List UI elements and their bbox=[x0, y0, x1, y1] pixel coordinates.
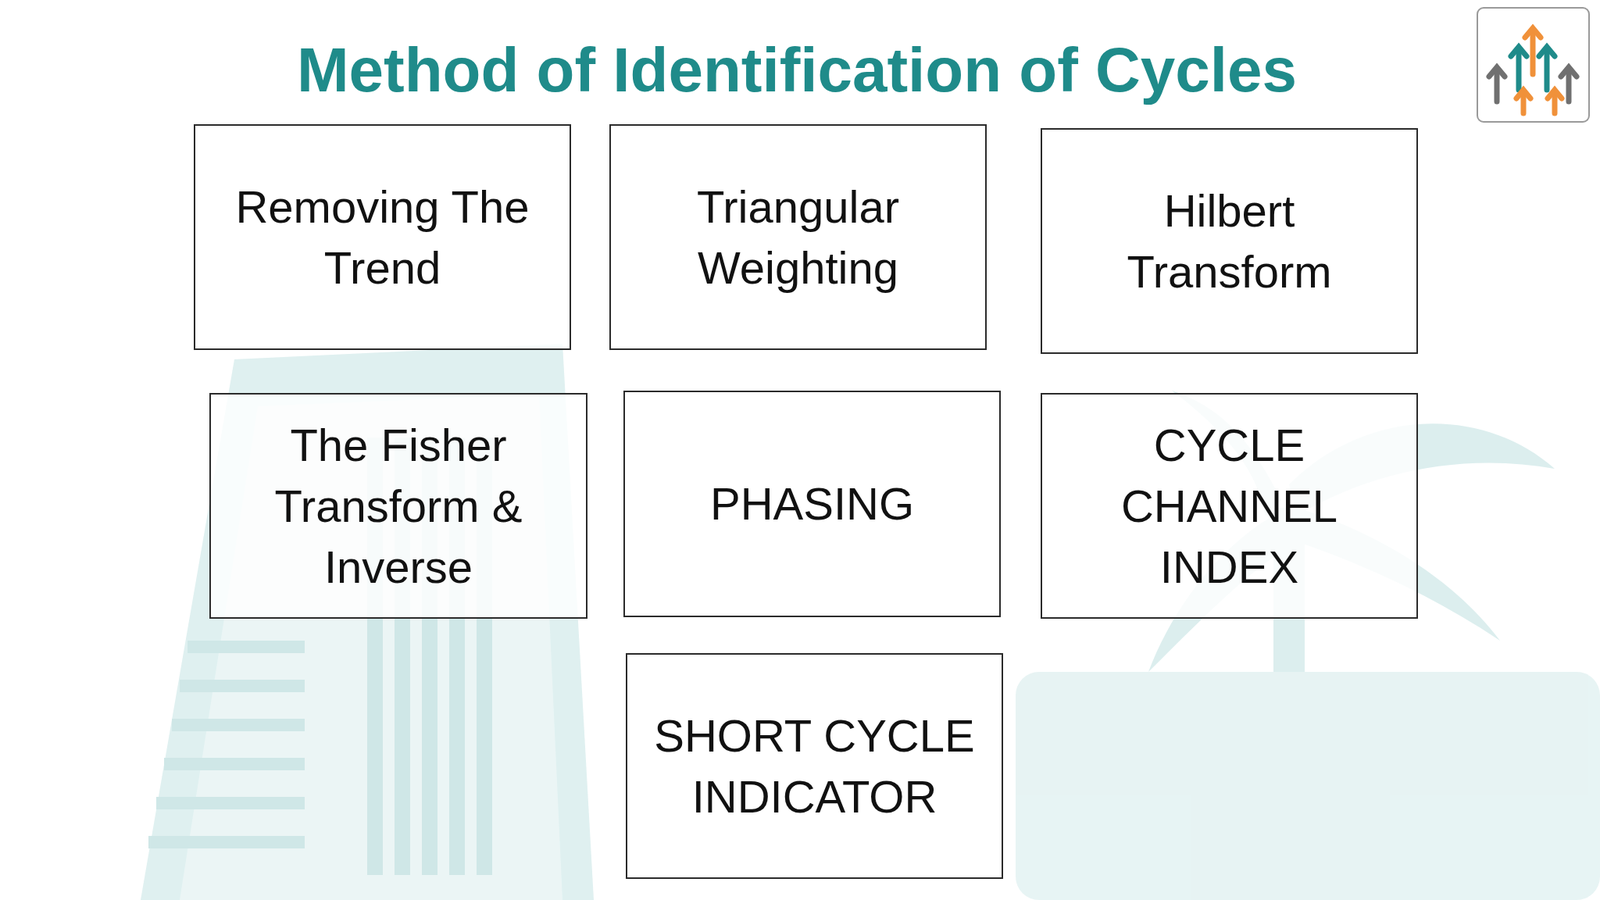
process-box: The Fisher Transform & Inverse bbox=[209, 392, 588, 619]
palm-watermark bbox=[1015, 390, 1600, 900]
box-label: Hilbert Transform bbox=[1065, 180, 1393, 303]
process-box: CYCLE CHANNEL INDEX bbox=[1040, 392, 1418, 619]
process-box: SHORT CYCLE INDICATOR bbox=[625, 653, 1004, 879]
process-box: Removing The Trend bbox=[193, 124, 572, 350]
box-label: Removing The Trend bbox=[218, 176, 547, 299]
box-label: PHASING bbox=[710, 473, 915, 535]
box-label: Triangular Weighting bbox=[634, 176, 962, 299]
process-box: PHASING bbox=[623, 390, 1001, 618]
process-box: Triangular Weighting bbox=[609, 124, 987, 350]
box-label: CYCLE CHANNEL INDEX bbox=[1065, 414, 1393, 598]
diagram-title: Method of Identification of Cycles bbox=[0, 31, 1594, 110]
logo bbox=[1477, 7, 1590, 122]
box-label: The Fisher Transform & Inverse bbox=[234, 414, 563, 598]
building-watermark bbox=[140, 343, 594, 900]
process-box: Hilbert Transform bbox=[1040, 128, 1418, 354]
box-label: SHORT CYCLE INDICATOR bbox=[650, 705, 979, 828]
